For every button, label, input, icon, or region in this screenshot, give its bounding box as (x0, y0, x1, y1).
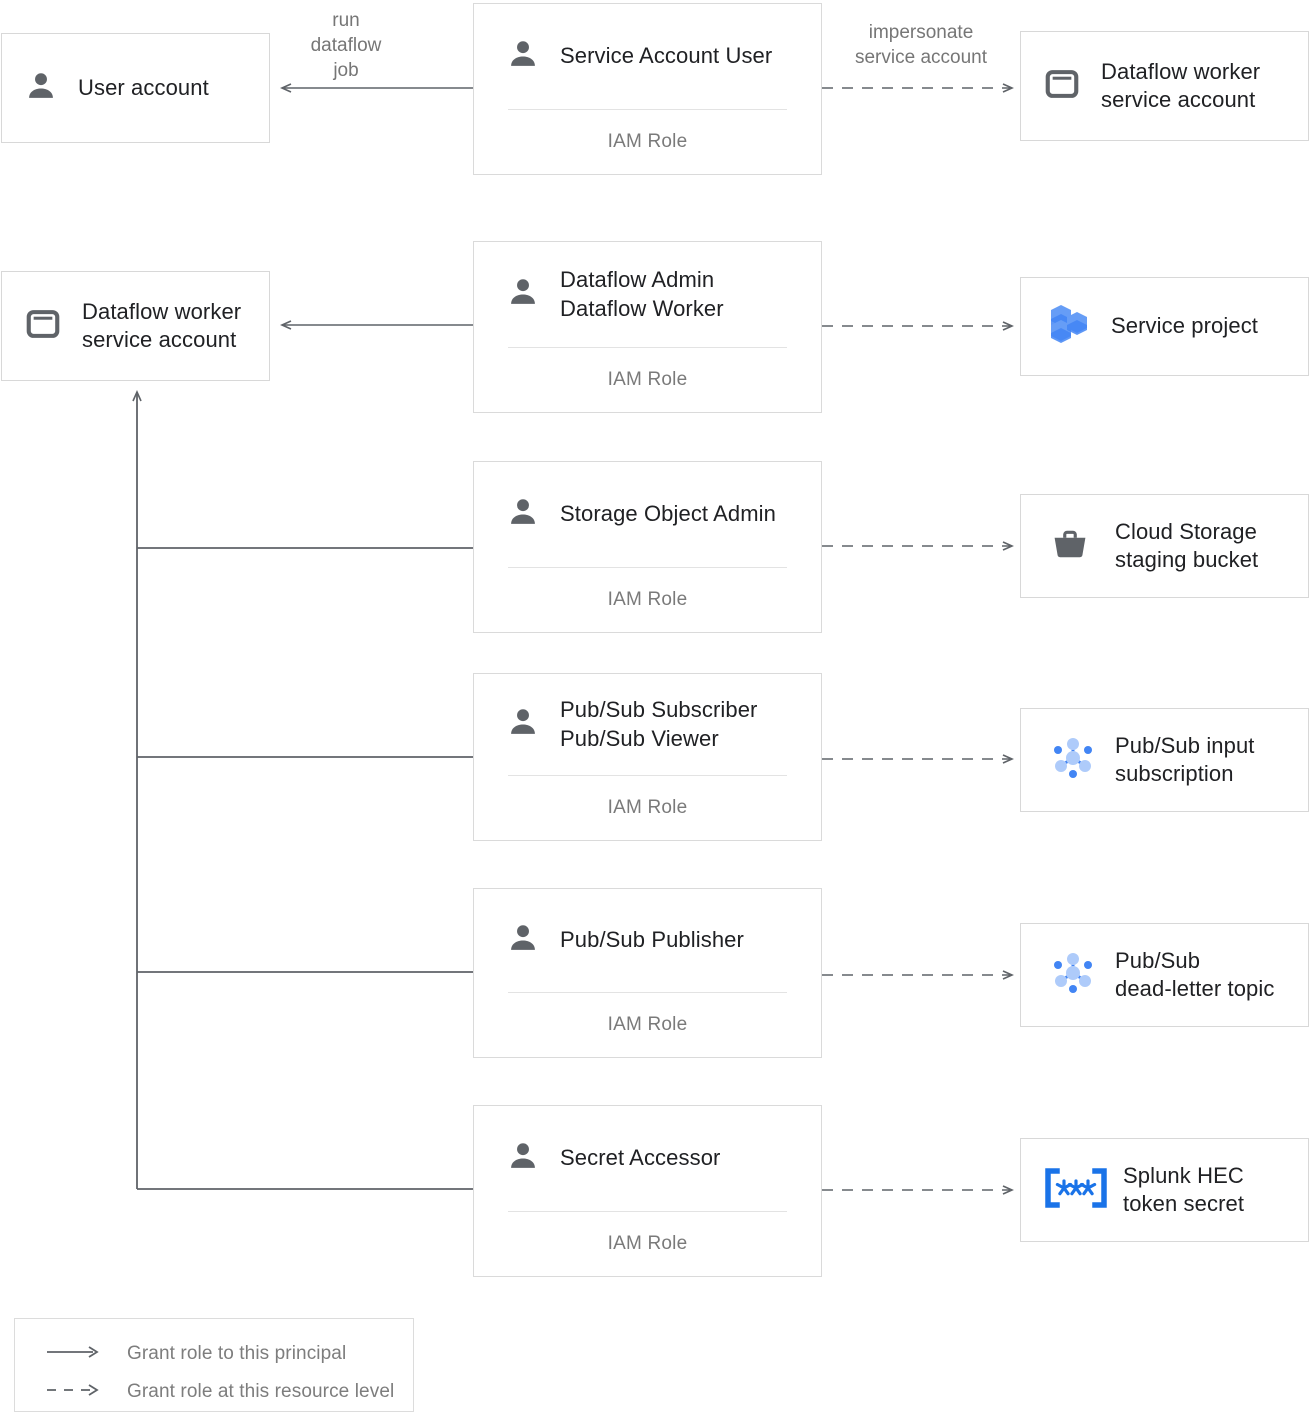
role-card-header: Secret Accessor (474, 1106, 821, 1211)
role-card-pubsub-publisher[interactable]: Pub/Sub Publisher IAM Role (473, 888, 822, 1058)
card-divider (508, 347, 787, 348)
legend: Grant role to this principal Grant role … (14, 1318, 414, 1412)
legend-item-solid: Grant role to this principal (15, 1335, 413, 1373)
project-icon (1043, 302, 1091, 351)
card-divider (508, 109, 787, 110)
role-card-header: Pub/Sub Publisher (474, 889, 821, 992)
entity-label: User account (78, 74, 209, 100)
card-divider (508, 992, 787, 993)
role-title: Storage Object Admin (560, 501, 777, 527)
pubsub-icon (1047, 947, 1099, 1004)
role-card-header: Service Account User (474, 4, 821, 109)
card-divider (508, 567, 787, 568)
solid-arrow-icon (45, 1344, 101, 1365)
entity-service-project[interactable]: Service project (1020, 277, 1309, 376)
card-divider (508, 775, 787, 776)
role-title-line-2: Pub/Sub Viewer (560, 725, 719, 751)
bucket-icon (1049, 523, 1091, 570)
role-card-header: Storage Object Admin (474, 462, 821, 567)
person-icon (506, 705, 540, 744)
person-icon (506, 37, 540, 76)
role-card-storage-object-admin[interactable]: Storage Object Admin IAM Role (473, 461, 822, 633)
role-card-subtitle: IAM Role (607, 589, 688, 610)
legend-item-dashed: Grant role at this resource level (15, 1373, 413, 1411)
role-card-subtitle: IAM Role (607, 797, 688, 818)
service-account-icon (24, 305, 62, 348)
legend-label: Grant role at this resource level (127, 1381, 395, 1402)
person-icon (506, 275, 540, 314)
entity-label: Service project (1111, 313, 1259, 339)
role-card-subtitle: IAM Role (607, 369, 688, 390)
role-title-line-1: Dataflow Admin (560, 267, 715, 293)
role-card-subtitle: IAM Role (607, 1014, 688, 1035)
role-title-line-1: Pub/Sub Subscriber (560, 697, 758, 723)
role-title: Service Account User (560, 43, 773, 69)
role-card-service-account-user[interactable]: Service Account User IAM Role (473, 3, 822, 175)
service-account-icon (1043, 65, 1081, 108)
role-card-subtitle: IAM Role (607, 1233, 688, 1254)
legend-label: Grant role to this principal (127, 1343, 347, 1364)
connector-vertical-bus (132, 390, 473, 1190)
role-title-line-2: Dataflow Worker (560, 295, 724, 321)
person-icon (506, 921, 540, 960)
person-icon (506, 1139, 540, 1178)
dashed-arrow-icon (45, 1382, 101, 1403)
pubsub-icon (1047, 732, 1099, 789)
card-divider (508, 1211, 787, 1212)
entity-user-account[interactable]: User account (1, 33, 270, 143)
person-icon (506, 495, 540, 534)
role-card-secret-accessor[interactable]: Secret Accessor IAM Role (473, 1105, 822, 1277)
role-card-subtitle: IAM Role (607, 131, 688, 152)
role-title: Secret Accessor (560, 1145, 721, 1171)
secret-icon (1043, 1165, 1109, 1216)
role-title: Pub/Sub Publisher (560, 927, 744, 953)
person-icon (24, 69, 58, 108)
